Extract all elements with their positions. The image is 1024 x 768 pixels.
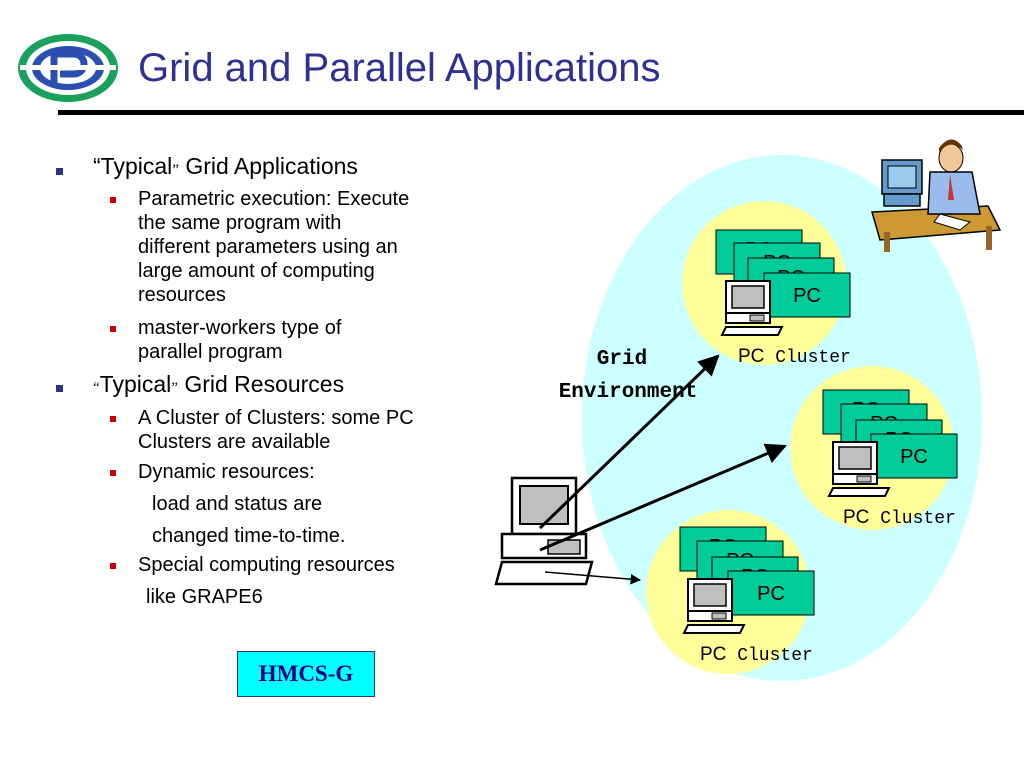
grid-label: Grid	[597, 348, 647, 371]
arrow-to-cluster-1	[538, 354, 720, 530]
logo-icon	[18, 34, 118, 102]
sub-bullet-marker	[110, 326, 116, 332]
client-computer-icon	[494, 476, 594, 586]
pc-cluster-3: PC PC PC PC	[679, 526, 815, 634]
pc-label: PC	[793, 285, 821, 307]
sub-bullet-marker	[110, 470, 116, 476]
sub-bullet-cluster-of-clusters: A Cluster of Clusters: some PC Clusters …	[138, 407, 414, 453]
pc-cluster-1: PC PC PC PC	[715, 229, 851, 336]
cluster-label-3: PC Cluster	[700, 644, 813, 666]
bullet-typical-apps: “Typical” Grid Applications	[93, 153, 358, 179]
arrow-to-cluster-2	[539, 443, 787, 552]
bullet-marker	[56, 168, 63, 175]
sub-bullet-marker	[110, 563, 116, 569]
hmcs-g-label: HMCS-G	[258, 661, 354, 686]
cluster-label-2: PC Cluster	[843, 507, 956, 529]
cluster-label-1: PC Cluster	[738, 346, 851, 368]
hmcs-g-box: HMCS-G	[237, 651, 375, 697]
arrow-to-cluster-3	[544, 571, 642, 585]
sub-bullet-parametric: Parametric execution: Execute the same p…	[138, 188, 410, 306]
pc-label: PC	[757, 583, 785, 605]
slide-title: Grid and Parallel Applications	[138, 46, 661, 90]
user-at-desk-icon	[871, 139, 1002, 252]
pc-cluster-2: PC PC PC PC	[822, 389, 958, 497]
sub-bullet-marker	[110, 197, 116, 203]
sub-bullet-special-resources: Special computing resources like GRAPE6	[138, 554, 395, 608]
environment-label: Environment	[559, 381, 698, 404]
title-divider	[58, 110, 1024, 115]
pc-label: PC	[900, 446, 928, 468]
bullet-marker	[56, 385, 63, 392]
bullet-typical-resources: “Typical” Grid Resources	[93, 371, 345, 397]
sub-bullet-marker	[110, 416, 116, 422]
sub-bullet-master-workers: master-workers type of parallel program	[138, 317, 342, 363]
sub-bullet-dynamic-resources: Dynamic resources: load and status are c…	[138, 461, 346, 547]
